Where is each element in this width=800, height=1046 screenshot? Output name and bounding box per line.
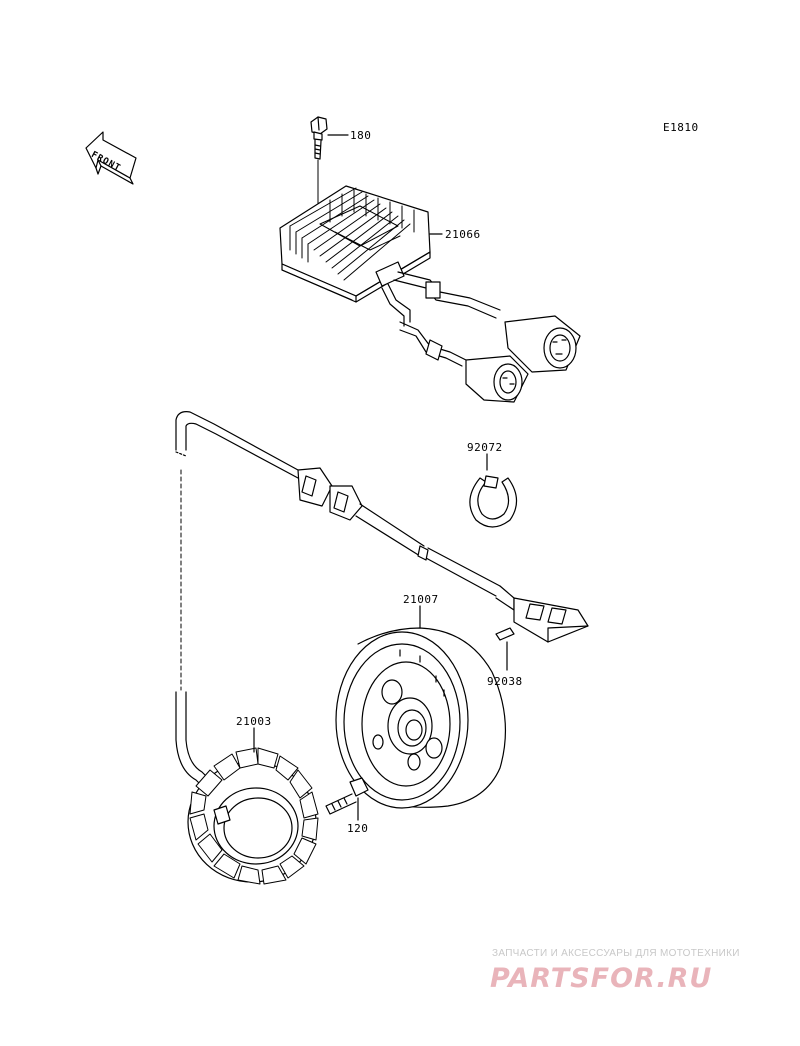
- watermark-logo: PARTSFOR.RU: [490, 963, 713, 994]
- regulator-wiring-icon: [375, 261, 581, 403]
- rotor-21007-icon: [335, 605, 507, 809]
- bolt-120-icon: [325, 777, 369, 821]
- clamp-92072-icon: [469, 453, 518, 528]
- part-number-92038[interactable]: 92038: [487, 675, 523, 688]
- stator-21003-icon: [187, 727, 319, 885]
- stator-harness-icon: [175, 411, 589, 791]
- part-number-180[interactable]: 180: [350, 129, 372, 142]
- key-92038-icon: [495, 627, 515, 671]
- part-number-21003[interactable]: 21003: [236, 715, 272, 728]
- regulator-21066-icon: [279, 185, 443, 303]
- part-number-92072[interactable]: 92072: [467, 441, 503, 454]
- front-arrow-icon: [85, 131, 137, 185]
- diagram-code: E1810: [663, 121, 699, 134]
- part-number-21007[interactable]: 21007: [403, 593, 439, 606]
- watermark-tagline: ЗАПЧАСТИ И АКСЕССУАРЫ ДЛЯ МОТОТЕХНИКИ: [492, 948, 740, 959]
- part-number-21066[interactable]: 21066: [445, 228, 481, 241]
- part-number-120[interactable]: 120: [347, 822, 369, 835]
